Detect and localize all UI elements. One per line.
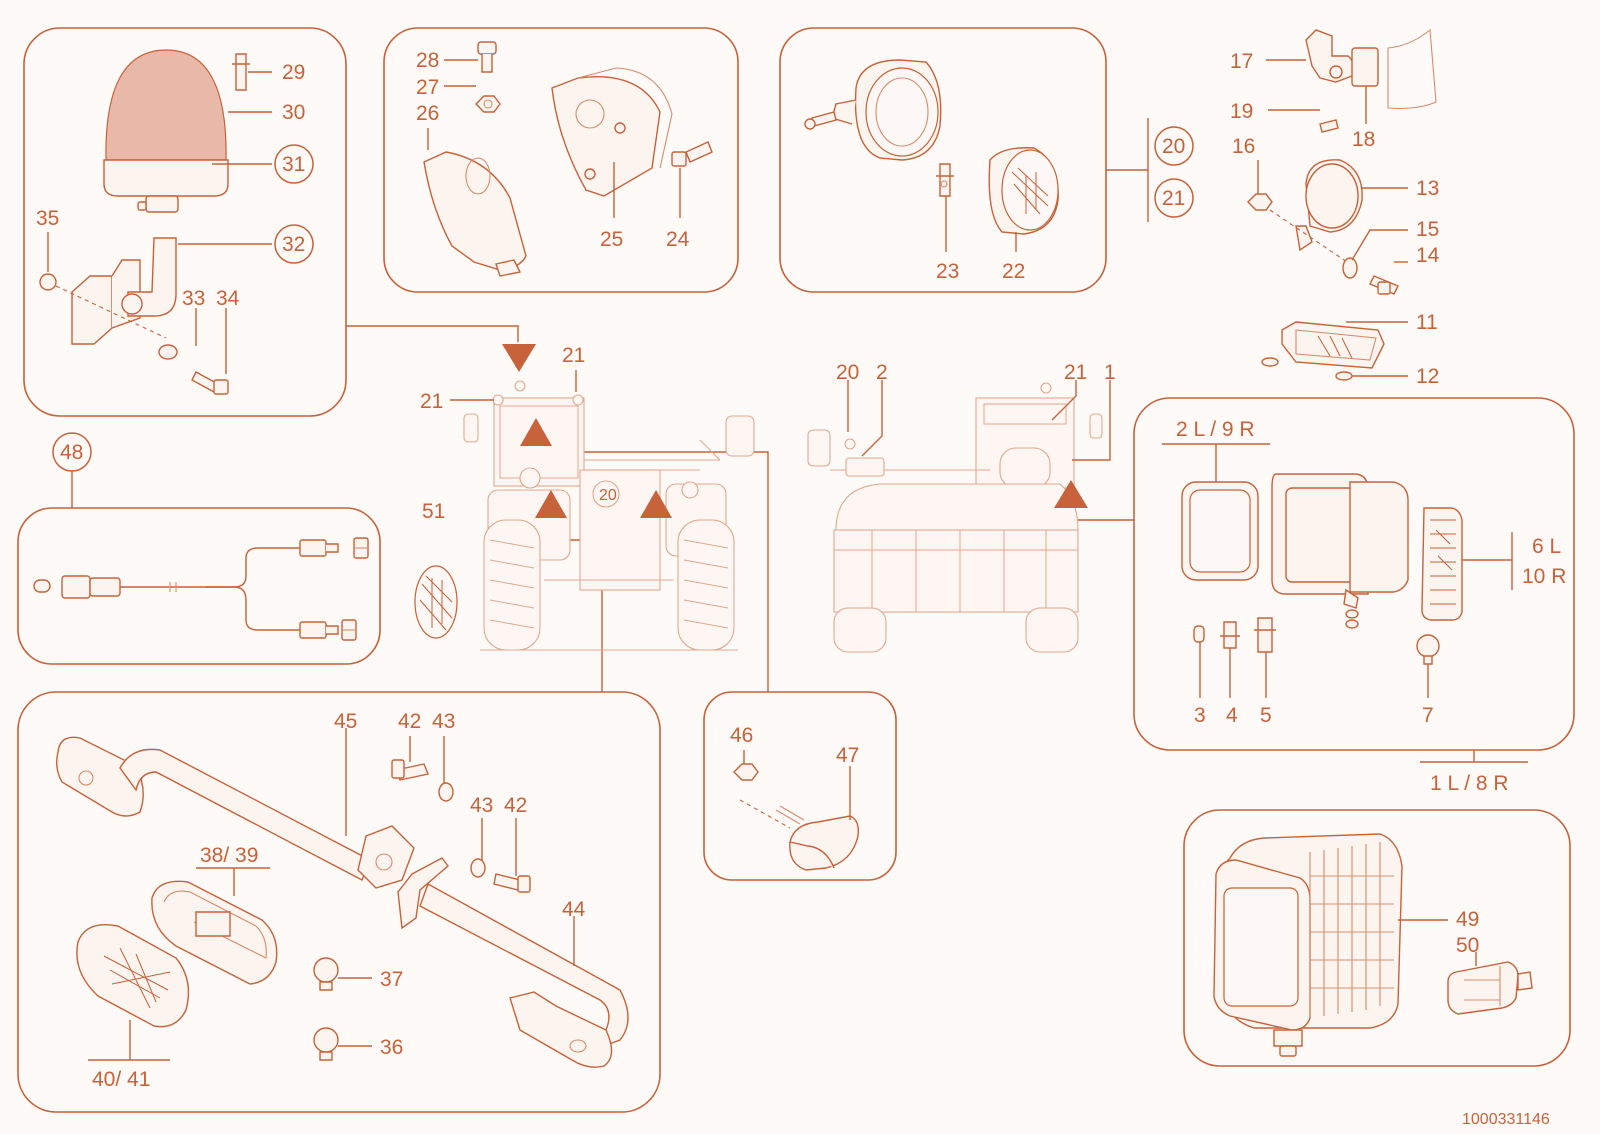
label-32: 32 [282,233,305,256]
label-3: 3 [1194,704,1206,727]
label-21-left-a: 21 [420,390,443,413]
label-7: 7 [1422,704,1434,727]
label-51: 51 [422,500,445,523]
label-13: 13 [1416,177,1439,200]
panel-reflector [703,691,897,881]
round-worklamp-assembly [804,59,1059,235]
label-21-left-b: 21 [562,344,585,367]
label-5: 5 [1260,704,1272,727]
label-18: 18 [1352,128,1375,151]
marker-lights-assembly [55,736,629,1068]
arrow-up-left-b [535,490,567,518]
headlamp-assembly [1181,473,1463,665]
label-12: 12 [1416,365,1439,388]
panel-bracket [383,27,739,293]
leader-3839 [196,867,270,896]
label-47: 47 [836,744,859,767]
led-worklamp-assembly [1213,833,1533,1057]
leader-1-vehicle [1072,380,1111,461]
label-21-circle: 21 [1162,187,1185,210]
label-11: 11 [1416,311,1438,334]
label-2-vehicle: 2 [876,361,888,384]
label-16: 16 [1232,135,1255,158]
beacon-dome [105,49,227,161]
reflector-assembly [733,763,860,871]
label-15: 15 [1416,218,1439,241]
vehicle-ref-20: 20 [599,487,617,504]
panel-worklamp-round [779,27,1107,293]
label-42a: 42 [398,710,421,733]
lamp-bracket-assembly [423,41,713,277]
label-33: 33 [182,287,205,310]
label-20-vehicle: 20 [836,361,859,384]
label-4041: 40/ 41 [92,1068,150,1091]
panel-headlamp [1133,397,1575,751]
label-22: 22 [1002,260,1025,283]
label-45: 45 [334,710,357,733]
label-2L9R: 2 L / 9 R [1176,418,1255,441]
label-17: 17 [1230,50,1253,73]
label-46: 46 [730,724,753,747]
label-37: 37 [380,968,403,991]
label-21-right: 21 [1064,361,1087,384]
label-28: 28 [416,49,439,72]
arrow-up-rear [1054,480,1088,508]
panel-marker-lights [17,691,661,1113]
label-26: 26 [416,102,439,125]
beacon-assembly [39,49,250,395]
telehandler-front-view: 20 [463,380,755,651]
label-23: 23 [936,260,959,283]
label-43a: 43 [432,710,455,733]
label-1-vehicle: 1 [1104,361,1116,384]
label-14: 14 [1416,244,1440,267]
label-3839: 38/ 39 [200,844,258,867]
label-30: 30 [282,101,305,124]
label-34: 34 [216,287,240,310]
arrow-down-beacon [502,344,536,372]
label-25: 25 [600,228,623,251]
label-35: 35 [36,207,59,230]
label-6L: 6 L [1532,535,1561,558]
leader-beacon-to-vehicle [346,325,519,342]
leader-2L9R [1162,443,1270,482]
leader-2-vehicle [861,380,883,457]
leader-4041 [88,1020,170,1061]
worklamp-lens-51 [414,565,458,639]
leader-1L8R [1420,750,1528,763]
label-1L8R: 1 L / 8 R [1430,772,1509,795]
label-27: 27 [416,76,439,99]
wiring-harness-48 [33,537,369,641]
label-20-circle: 20 [1162,135,1185,158]
drawing-number: 1000331146 [1462,1111,1550,1128]
panel-led-worklamp [1183,809,1571,1067]
telehandler-rear-view [807,382,1103,653]
leader-15 [1351,229,1408,261]
label-24: 24 [666,228,690,251]
panel-harness [17,507,381,665]
label-36: 36 [380,1036,403,1059]
switch-horn-relay-assembly [1247,28,1437,381]
label-42b: 42 [504,794,527,817]
label-43b: 43 [470,794,493,817]
label-19: 19 [1230,100,1253,123]
leader-21-right [1051,380,1077,421]
label-44: 44 [562,898,586,921]
arrow-up-left-c [640,490,672,518]
label-31: 31 [282,153,305,176]
leader-worklamp-20-21 [1106,118,1149,222]
panel-beacon [23,27,347,417]
label-4: 4 [1226,704,1238,727]
label-49: 49 [1456,908,1479,931]
label-50: 50 [1456,934,1479,957]
leader-6L10R [1462,532,1513,590]
arrow-up-left-a [520,418,552,446]
label-29: 29 [282,61,305,84]
label-48: 48 [60,441,83,464]
leader-reflector-to-vehicle [538,451,769,692]
label-10R: 10 R [1522,565,1566,588]
